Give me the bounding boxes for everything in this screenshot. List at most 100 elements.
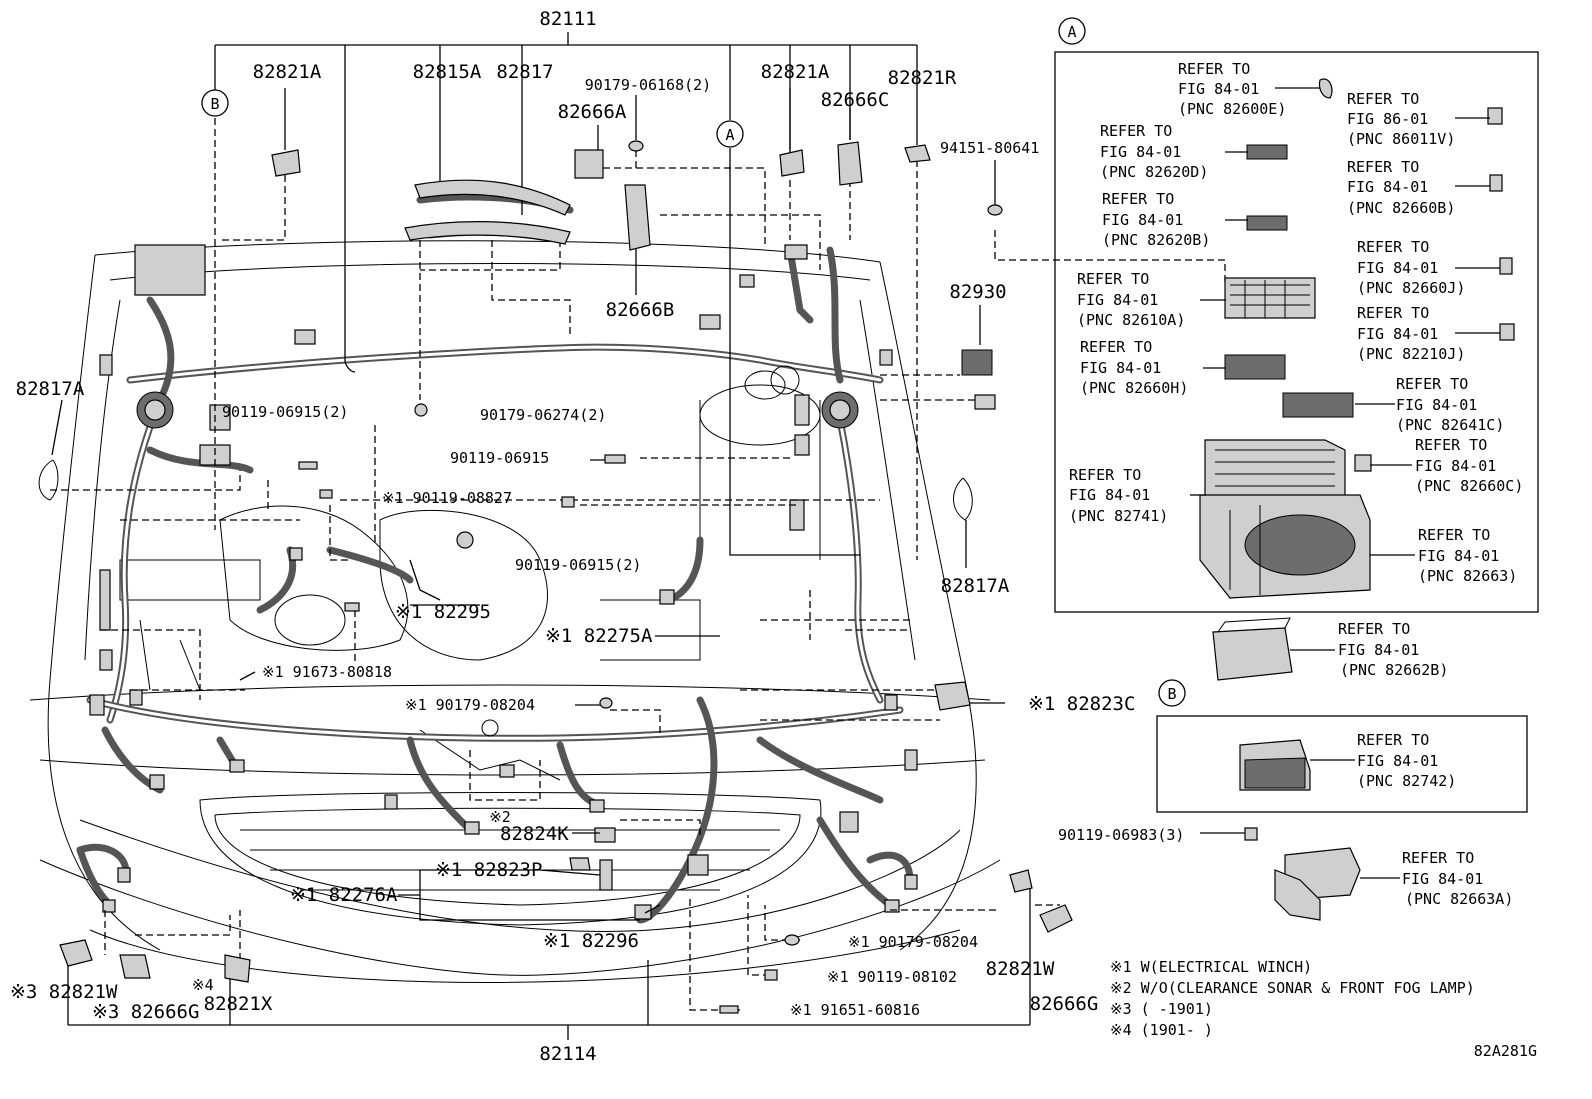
refer-6-b: FIG 84-01 (1357, 259, 1438, 277)
note-2: ※2 W/O(CLEARANCE SONAR & FRONT FOG LAMP) (1110, 979, 1475, 997)
note-4: ※4 (1901- ) (1110, 1021, 1213, 1039)
label-82821x: 82821X (204, 993, 273, 1015)
label-90179-08204-bot: ※1 90179-08204 (848, 933, 978, 951)
label-82817a-left: 82817A (16, 378, 85, 400)
refer-11-b: FIG 84-01 (1415, 457, 1496, 475)
label-91673-80818: ※1 91673-80818 (262, 663, 392, 681)
refer-10-b: FIG 84-01 (1396, 396, 1477, 414)
refer-13-b: FIG 84-01 (1418, 547, 1499, 565)
label-82111: 82111 (539, 8, 596, 30)
refer-14-a: REFER TO (1338, 620, 1410, 638)
refer-4-a: REFER TO (1347, 158, 1419, 176)
label-90179-08204-top: ※1 90179-08204 (405, 696, 535, 714)
refer-3-a: REFER TO (1100, 122, 1172, 140)
refer-2-c: (PNC 86011V) (1347, 130, 1455, 148)
reference-box-b (1156, 715, 1528, 813)
refer-15-c: (PNC 82742) (1357, 772, 1456, 790)
dashed-leaders (50, 118, 1226, 1011)
circle-b-box: B (1167, 685, 1176, 703)
refer-3-c: (PNC 82620D) (1100, 163, 1208, 181)
refer-8-b: FIG 84-01 (1357, 325, 1438, 343)
refer-10-a: REFER TO (1396, 375, 1468, 393)
refer-7-b: FIG 84-01 (1077, 291, 1158, 309)
refer-12-c: (PNC 82741) (1069, 507, 1168, 525)
refer-9-a: REFER TO (1080, 338, 1152, 356)
label-82666c: 82666C (821, 89, 890, 111)
label-82821w-right: 82821W (986, 958, 1055, 980)
fasteners (38, 140, 1258, 1014)
part-labels: 82111 82821A 82815A 82817 90179-06168(2)… (10, 8, 1184, 1065)
refer-10-c: (PNC 82641C) (1396, 416, 1504, 434)
label-90119-06983: 90119-06983(3) (1058, 826, 1184, 844)
refer-3-b: FIG 84-01 (1100, 143, 1181, 161)
label-90119-08102: ※1 90119-08102 (827, 968, 957, 986)
refer-16-c: (PNC 82663A) (1405, 890, 1513, 908)
label-82666b: 82666B (606, 299, 675, 321)
refer-7-c: (PNC 82610A) (1077, 311, 1185, 329)
cover-part (1274, 847, 1400, 921)
refer-9-b: FIG 84-01 (1080, 359, 1161, 377)
refer-6-c: (PNC 82660J) (1357, 279, 1465, 297)
label-82666g-right: 82666G (1030, 993, 1099, 1015)
label-82821a-left: 82821A (253, 61, 322, 83)
label-82114: 82114 (539, 1043, 596, 1065)
label-82823c: ※1 82823C (1028, 693, 1135, 715)
drawing-code: 82A281G (1474, 1042, 1537, 1060)
refer-16-a: REFER TO (1402, 849, 1474, 867)
refer-16-b: FIG 84-01 (1402, 870, 1483, 888)
refer-6-a: REFER TO (1357, 238, 1429, 256)
refer-12-b: FIG 84-01 (1069, 486, 1150, 504)
label-82275a: ※1 82275A (545, 625, 653, 647)
refer-14-c: (PNC 82662B) (1340, 661, 1448, 679)
circle-a-box: A (1067, 23, 1076, 41)
refer-11-a: REFER TO (1415, 436, 1487, 454)
refer-1-b: FIG 84-01 (1178, 80, 1259, 98)
refer-8-a: REFER TO (1357, 304, 1429, 322)
label-82666a: 82666A (558, 101, 627, 123)
front-harness (76, 689, 918, 924)
label-90179-06274: 90179-06274(2) (480, 406, 606, 424)
label-82276a: ※1 82276A (290, 884, 398, 906)
reference-box-a (1054, 51, 1539, 613)
label-82817a-right: 82817A (941, 575, 1010, 597)
label-x4: ※4 (192, 976, 214, 994)
label-x2: ※2 (489, 808, 511, 826)
circle-a-center: A (725, 126, 734, 144)
label-82824k: 82824K (500, 823, 569, 845)
refer-8-c: (PNC 82210J) (1357, 345, 1465, 363)
label-82815a: 82815A (413, 61, 482, 83)
engine-room-harness (99, 193, 893, 724)
refer-2-b: FIG 86-01 (1347, 110, 1428, 128)
label-82666g-left: ※3 82666G (92, 1001, 199, 1023)
circle-markers: B A A B (201, 17, 1186, 707)
refer-5-b: FIG 84-01 (1102, 211, 1183, 229)
refer-4-c: (PNC 82660B) (1347, 199, 1455, 217)
relay-part (1212, 617, 1335, 681)
label-82821r: 82821R (888, 67, 957, 89)
label-82821w-left: ※3 82821W (10, 981, 118, 1003)
label-90119-06915: 90119-06915 (450, 449, 549, 467)
refer-13-a: REFER TO (1418, 526, 1490, 544)
footnotes: ※1 W(ELECTRICAL WINCH) ※2 W/O(CLEARANCE … (1110, 958, 1537, 1060)
refer-14-b: FIG 84-01 (1338, 641, 1419, 659)
circle-b-left: B (210, 95, 219, 113)
refer-1-c: (PNC 82600E) (1178, 100, 1286, 118)
label-82817: 82817 (496, 61, 553, 83)
label-90179-06168: 90179-06168(2) (585, 76, 711, 94)
refer-11-c: (PNC 82660C) (1415, 477, 1523, 495)
refer-12-a: REFER TO (1069, 466, 1141, 484)
label-94151-80641: 94151-80641 (940, 139, 1039, 157)
label-82930: 82930 (949, 281, 1006, 303)
refer-9-c: (PNC 82660H) (1080, 379, 1188, 397)
refer-13-c: (PNC 82663) (1418, 567, 1517, 585)
refer-labels: REFER TO FIG 84-01 (PNC 82600E) REFER TO… (1069, 60, 1523, 908)
refer-2-a: REFER TO (1347, 90, 1419, 108)
refer-5-a: REFER TO (1102, 190, 1174, 208)
label-82823p: ※1 82823P (435, 859, 542, 881)
refer-15-a: REFER TO (1357, 731, 1429, 749)
label-90119-08827: ※1 90119-08827 (382, 489, 512, 507)
refer-15-b: FIG 84-01 (1357, 752, 1438, 770)
label-91651-60816: ※1 91651-60816 (790, 1001, 920, 1019)
refer-4-b: FIG 84-01 (1347, 178, 1428, 196)
